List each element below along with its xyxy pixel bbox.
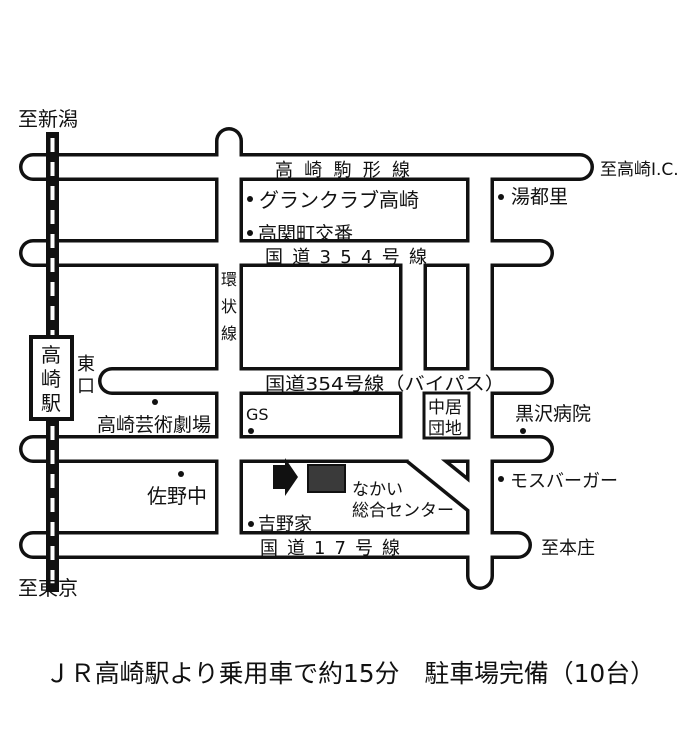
road-bypass-label: 国道354号線（バイパス） (265, 374, 505, 395)
to-tokyo: 至東京 (18, 576, 78, 600)
road-kanjo-1: 環 (221, 270, 237, 289)
sano-jhs-label: 佐野中 (147, 484, 207, 508)
nakai-danchi-box (422, 391, 471, 440)
to-niigata: 至新潟 (18, 107, 78, 131)
east-exit-1: 東 (77, 354, 95, 375)
yoshinoya-label: 吉野家 (258, 514, 312, 535)
station-name-2: 崎 (41, 367, 61, 391)
roads-fill (22, 130, 591, 587)
arrow-icon (273, 458, 298, 496)
road-komagata-label: 高 崎 駒 形 線 (275, 160, 410, 181)
gs-label: GS (246, 405, 269, 424)
kurosawa-hospital-label: 黒沢病院 (515, 403, 591, 425)
road-kanjo-3: 線 (221, 324, 237, 343)
access-caption: ＪＲ高崎駅より乗用車で約15分 駐車場完備（10台） (45, 659, 655, 688)
yutori-label: 湯都里 (511, 186, 568, 208)
mos-burger-label: モスバーガー (510, 471, 618, 492)
to-takasaki-ic: 至高崎I.C. (600, 160, 679, 180)
road-17-label: 国 道 1 7 号 線 (260, 538, 400, 559)
koban-label: 高関町交番 (258, 223, 353, 245)
nakai-center-label-2: 総合センター (352, 501, 454, 521)
railway (46, 132, 59, 592)
nakai-center-building (307, 464, 346, 493)
road-354-label: 国 道 3 5 4 号 線 (265, 247, 427, 268)
road-kanjo-2: 状 (221, 297, 237, 316)
east-exit-2: 口 (77, 376, 95, 397)
art-theater-label: 高崎芸術劇場 (97, 414, 211, 436)
nakai-danchi-1: 中居 (428, 398, 462, 418)
station-name-3: 駅 (41, 391, 61, 415)
to-honjo: 至本庄 (541, 538, 595, 559)
landmark-dots (152, 194, 526, 527)
takasaki-station-box (29, 335, 74, 421)
station-name-1: 高 (41, 343, 61, 367)
nakai-center-label-1: なかい (352, 480, 403, 500)
nakai-danchi-2: 団地 (428, 419, 462, 439)
grand-club-label: グランクラブ高崎 (259, 188, 419, 212)
